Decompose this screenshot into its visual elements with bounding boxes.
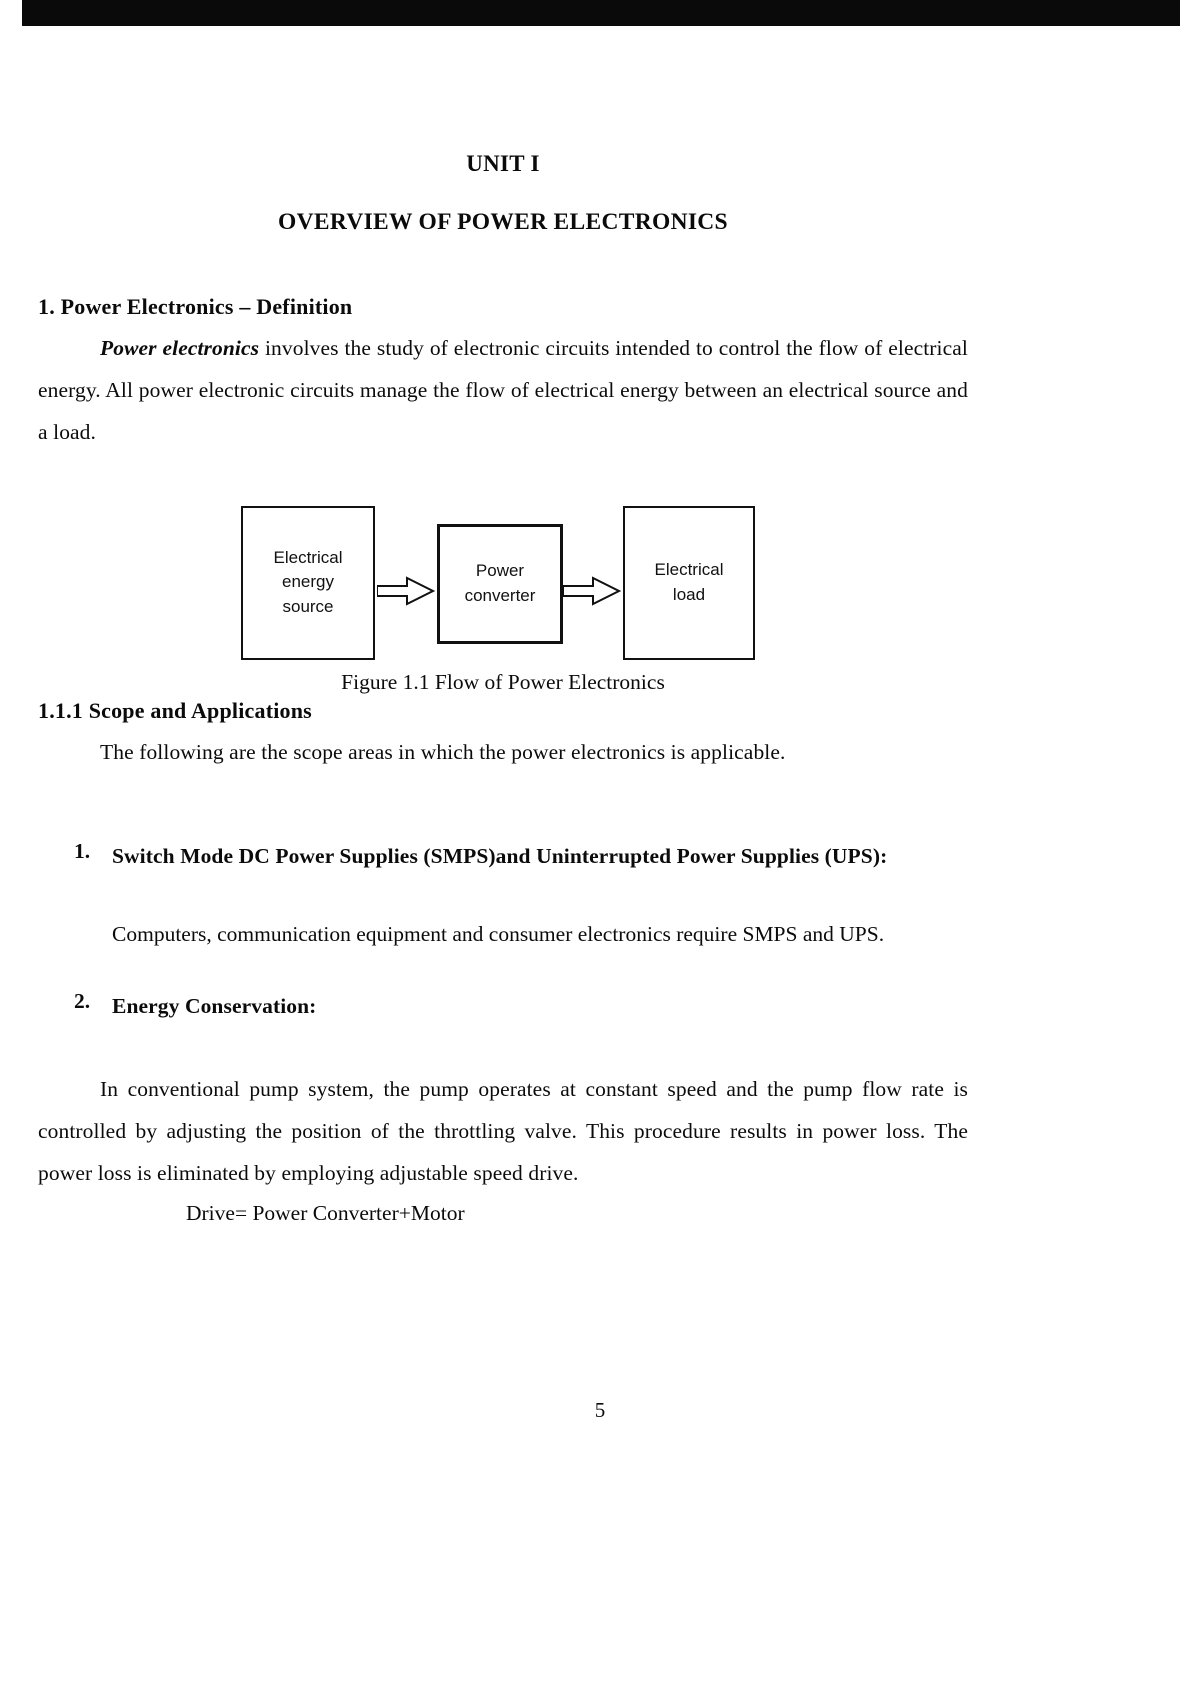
figure-1-1: Electrical energy source Power converter [38, 498, 968, 698]
page-title: OVERVIEW OF POWER ELECTRONICS [278, 208, 728, 235]
block-label-source-line1: Electrical [273, 548, 343, 568]
arrow-source-to-converter-icon [376, 574, 437, 613]
list-item-title: Switch Mode DC Power Supplies (SMPS)and … [112, 844, 888, 869]
block-label-source-line3: source [282, 596, 334, 616]
block-label-converter-line1: Power [475, 561, 525, 581]
energy-conservation-paragraph: In conventional pump system, the pump op… [38, 1077, 968, 1185]
section-heading-definition: 1. Power Electronics – Definition [38, 293, 353, 319]
block-label-load-line1: Electrical [654, 560, 724, 580]
arrow-converter-to-load-icon [562, 574, 623, 613]
unit-title: UNIT I [466, 151, 540, 176]
figure-caption: Figure 1.1 Flow of Power Electronics [341, 669, 665, 694]
drive-equation: Drive= Power Converter+Motor [186, 1200, 465, 1225]
section-heading-scope: 1.1.1 Scope and Applications [38, 697, 312, 723]
diagram-block-electrical-energy-source: Electrical energy source [241, 505, 375, 660]
diagram-block-electrical-load: Electrical load [623, 505, 755, 660]
page-number: 5 [594, 1398, 606, 1422]
scope-intro-paragraph: The following are the scope areas in whi… [100, 739, 786, 764]
definition-paragraph: Power electronics involves the study of … [38, 328, 968, 454]
list-item-body: Computers, communication equipment and c… [112, 921, 885, 946]
scan-artifact-bar [22, 0, 1180, 26]
diagram-block-power-converter: Power converter [437, 523, 563, 644]
list-item-number: 2. [74, 988, 91, 1013]
list-item-number: 1. [74, 839, 91, 864]
list-item: 1. Switch Mode DC Power Supplies (SMPS)a… [38, 839, 968, 954]
scope-list: 1. Switch Mode DC Power Supplies (SMPS)a… [38, 839, 968, 1023]
list-item: 2. Energy Conservation: [38, 989, 968, 1023]
block-diagram: Electrical energy source Power converter [241, 498, 801, 660]
block-label-source-line2: energy [282, 572, 334, 592]
definition-lead-term: Power electronics [100, 335, 260, 360]
block-label-load-line2: load [672, 584, 706, 604]
page-content: UNIT I OVERVIEW OF POWER ELECTRONICS 1. … [38, 150, 968, 1226]
definition-body-text: involves the study of electronic circuit… [38, 335, 968, 444]
block-label-converter-line2: converter [464, 585, 536, 605]
list-item-title: Energy Conservation: [112, 993, 317, 1018]
